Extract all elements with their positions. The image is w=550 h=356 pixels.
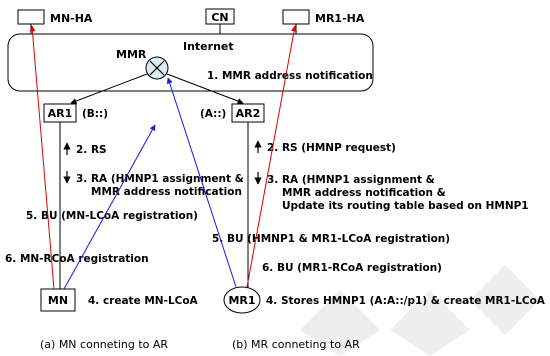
internet-box bbox=[7, 33, 374, 92]
ar2-prefix: (A::) bbox=[200, 108, 226, 120]
left-mn-rcoa-label: 6. MN-RCoA registration bbox=[5, 253, 149, 265]
left-ra-step: 3. RA (HMNP1 assignment & MMR address no… bbox=[63, 171, 244, 198]
cn-node: CN bbox=[205, 8, 235, 34]
background-watermark bbox=[300, 265, 540, 356]
mr1-node: MR1 bbox=[223, 286, 261, 314]
left-ra-line-1: 3. RA (HMNP1 assignment & bbox=[76, 173, 244, 185]
ar2-label: AR2 bbox=[236, 107, 261, 120]
mn-to-mn-ha-red-arrow bbox=[29, 25, 55, 290]
mr1-ha-node: MR1-HA bbox=[282, 9, 365, 34]
mn-ha-label: MN-HA bbox=[50, 12, 93, 25]
ar1-node: AR1 bbox=[43, 103, 77, 123]
caption-right: (b) MR conneting to AR bbox=[232, 338, 360, 351]
left-rs-step: 2. RS bbox=[63, 142, 107, 156]
left-ra-line-2: MMR address notification bbox=[91, 186, 242, 198]
step-1-mmr-address-notification: 1. MMR address notification bbox=[207, 70, 373, 82]
mmr-label: MMR bbox=[116, 48, 147, 61]
ar1-label: AR1 bbox=[48, 107, 73, 120]
right-ra-line-1: 3. RA (HMNP1 assignment & bbox=[267, 174, 435, 186]
right-ra-step: 3. RA (HMNP1 assignment & MMR address no… bbox=[254, 172, 529, 212]
left-bu-label: 5. BU (MN-LCoA registration) bbox=[26, 210, 198, 222]
ar1-prefix: (B::) bbox=[82, 108, 108, 120]
right-ra-line-3: Update its routing table based on HMNP1 bbox=[282, 200, 529, 212]
mmr-router-icon bbox=[145, 56, 169, 80]
mr1-ha-label: MR1-HA bbox=[315, 12, 365, 25]
right-ra-line-2: MMR address notification & bbox=[282, 187, 446, 199]
right-store-label: 4. Stores HMNP1 (A:A::/p1) & create MR1-… bbox=[266, 295, 546, 307]
right-bu6-label: 6. BU (MR1-RCoA registration) bbox=[262, 262, 442, 274]
mr1-label: MR1 bbox=[228, 294, 255, 307]
mn-node: MN bbox=[40, 288, 76, 312]
mn-to-ar1-blue-arrow bbox=[63, 124, 156, 290]
right-rs-step: 2. RS (HMNP request) bbox=[254, 140, 396, 154]
left-create-label: 4. create MN-LCoA bbox=[88, 295, 199, 307]
left-rs-label: 2. RS bbox=[76, 144, 107, 156]
ar2-node: AR2 bbox=[231, 103, 265, 123]
caption-left: (a) MN conneting to AR bbox=[40, 338, 168, 351]
right-rs-label: 2. RS (HMNP request) bbox=[267, 142, 396, 154]
mr1-to-mr1-ha-red-arrow bbox=[246, 25, 297, 288]
mn-label: MN bbox=[48, 294, 68, 307]
mn-ha-node: MN-HA bbox=[17, 9, 93, 34]
cn-label: CN bbox=[211, 11, 228, 24]
mmr-to-ar1-arrow bbox=[70, 73, 148, 104]
right-bu5-label: 5. BU (HMNP1 & MR1-LCoA registration) bbox=[212, 233, 450, 245]
mmr-to-ar2-arrow bbox=[166, 73, 244, 104]
internet-label: Internet bbox=[183, 40, 234, 53]
mr1-to-mmr-blue-arrow bbox=[166, 77, 237, 288]
